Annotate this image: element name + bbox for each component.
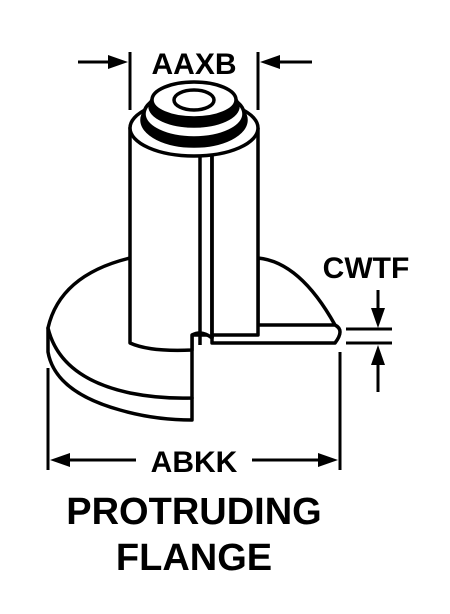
dimension-label-cwtf: CWTF	[323, 252, 410, 285]
arrowhead-left	[108, 55, 128, 69]
bore-hole	[172, 88, 216, 112]
arrowhead-down	[371, 308, 385, 328]
dimension-label-aaxb: AAXB	[151, 48, 236, 81]
dimension-cwtf	[346, 290, 392, 392]
caption-line-1: PROTRUDING	[66, 491, 321, 533]
dimension-abkk	[46, 352, 342, 470]
dimension-aaxb	[78, 52, 312, 110]
arrowhead-up	[371, 345, 385, 365]
dimension-label-abkk: ABKK	[151, 446, 238, 479]
shank-right-half	[210, 128, 260, 337]
caption-line-2: FLANGE	[116, 537, 272, 579]
top-end	[128, 80, 260, 158]
arrowhead-right-bottom	[318, 453, 338, 467]
arrowhead-left-bottom	[50, 453, 70, 467]
arrowhead-right	[260, 55, 280, 69]
shank-body	[128, 126, 214, 353]
